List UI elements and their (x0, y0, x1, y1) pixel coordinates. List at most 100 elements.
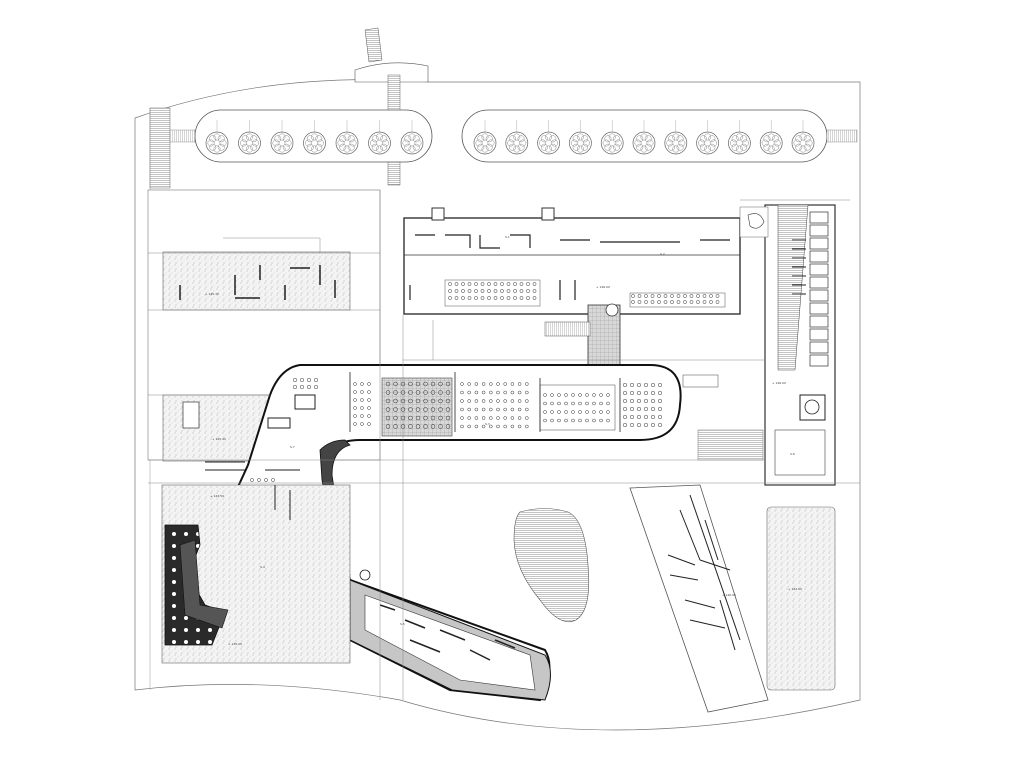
seat-icon (585, 401, 589, 406)
seat-icon (657, 382, 663, 388)
connector-stair (544, 321, 591, 337)
seat-icon (474, 416, 479, 420)
seat-icon (393, 390, 398, 395)
seat-icon (715, 294, 720, 298)
tower-room (809, 263, 829, 276)
seat-icon (650, 294, 655, 298)
seat-icon (306, 377, 312, 383)
seat-icon (526, 282, 530, 286)
room-label-b: S.2 (660, 252, 665, 256)
seat-icon (709, 294, 713, 298)
seat-icon (517, 382, 522, 386)
seat-icon (606, 401, 610, 406)
seat-icon (550, 410, 554, 414)
seat-icon (557, 393, 561, 397)
south-slab-level: + 146.00 (722, 593, 736, 597)
seat-icon (629, 382, 635, 388)
seat-icon (408, 407, 413, 412)
tower-room (809, 211, 829, 224)
seat-icon (543, 401, 547, 406)
seat-icon (438, 398, 443, 404)
seat-icon (445, 398, 451, 404)
tree-icon (632, 120, 656, 155)
tree-icon (238, 120, 261, 155)
seat-icon (393, 424, 398, 429)
seat-icon (571, 410, 575, 414)
central-pond (513, 508, 590, 623)
tree-icon (505, 120, 529, 155)
seat-icon (250, 478, 254, 482)
seat-icon (644, 300, 648, 304)
tower-room (809, 289, 829, 302)
site-grid-lines (148, 190, 860, 700)
seat-icon (474, 424, 479, 429)
seat-icon (592, 410, 596, 414)
seat-icon (503, 424, 507, 429)
seat-icon (629, 422, 635, 428)
tree-icon (569, 120, 592, 155)
seat-icon (299, 384, 305, 390)
tree-icon (368, 120, 391, 155)
seat-icon (480, 282, 485, 286)
seat-icon (571, 393, 575, 397)
southwest-level: + 145.00 (228, 642, 242, 646)
seat-icon (474, 407, 479, 412)
seat-icon (683, 300, 687, 304)
seat-icon (657, 390, 663, 396)
seat-icon (423, 381, 428, 387)
seat-icon (631, 294, 635, 298)
east-tower-level: + 146.00 (772, 381, 786, 385)
seat-icon (448, 289, 452, 293)
seat-icon (461, 282, 465, 286)
north-block-desk-row2 (629, 292, 726, 308)
seat-icon (525, 399, 529, 403)
seat-icon (460, 407, 464, 412)
seat-icon (506, 289, 511, 293)
seat-icon (519, 289, 524, 293)
seat-icon (438, 381, 443, 387)
seat-icon (525, 407, 529, 412)
seat-icon (503, 390, 507, 395)
seat-icon (460, 424, 464, 429)
seat-icon (393, 381, 398, 387)
south-gallery-column (359, 569, 371, 581)
seat-icon (299, 377, 305, 383)
seat-icon (306, 384, 312, 390)
seat-icon (636, 382, 642, 388)
seat-icon (636, 398, 642, 404)
seat-icon (467, 282, 472, 286)
seat-icon (292, 377, 298, 383)
seat-icon (360, 390, 364, 394)
seat-icon (532, 296, 537, 300)
seat-icon (599, 401, 603, 406)
north-block-shelves (409, 234, 730, 300)
seat-icon (550, 418, 554, 423)
seat-icon (367, 406, 371, 410)
seat-icon (487, 296, 491, 300)
stair-tower (587, 304, 621, 376)
tree-icon (600, 120, 624, 155)
seat-icon (599, 410, 603, 414)
seat-icon (423, 390, 428, 395)
seat-icon (467, 390, 471, 395)
seat-icon (636, 390, 642, 396)
seat-icon (564, 410, 568, 414)
tower-room (809, 354, 829, 367)
seat-icon (385, 424, 391, 429)
seat-icon (489, 382, 493, 386)
seat-icon (430, 381, 436, 387)
tree-icon (696, 120, 719, 155)
seat-icon (622, 414, 628, 420)
seat-icon (525, 390, 529, 395)
seat-icon (467, 289, 472, 293)
tower-room (809, 237, 829, 250)
seat-icon (353, 382, 357, 386)
seat-icon (257, 478, 261, 482)
tower-room (809, 302, 829, 315)
seat-icon (385, 407, 391, 412)
seat-icon (650, 406, 656, 412)
seat-icon (467, 416, 471, 420)
north-block-desk-row (444, 279, 541, 307)
seat-icon (543, 418, 547, 423)
